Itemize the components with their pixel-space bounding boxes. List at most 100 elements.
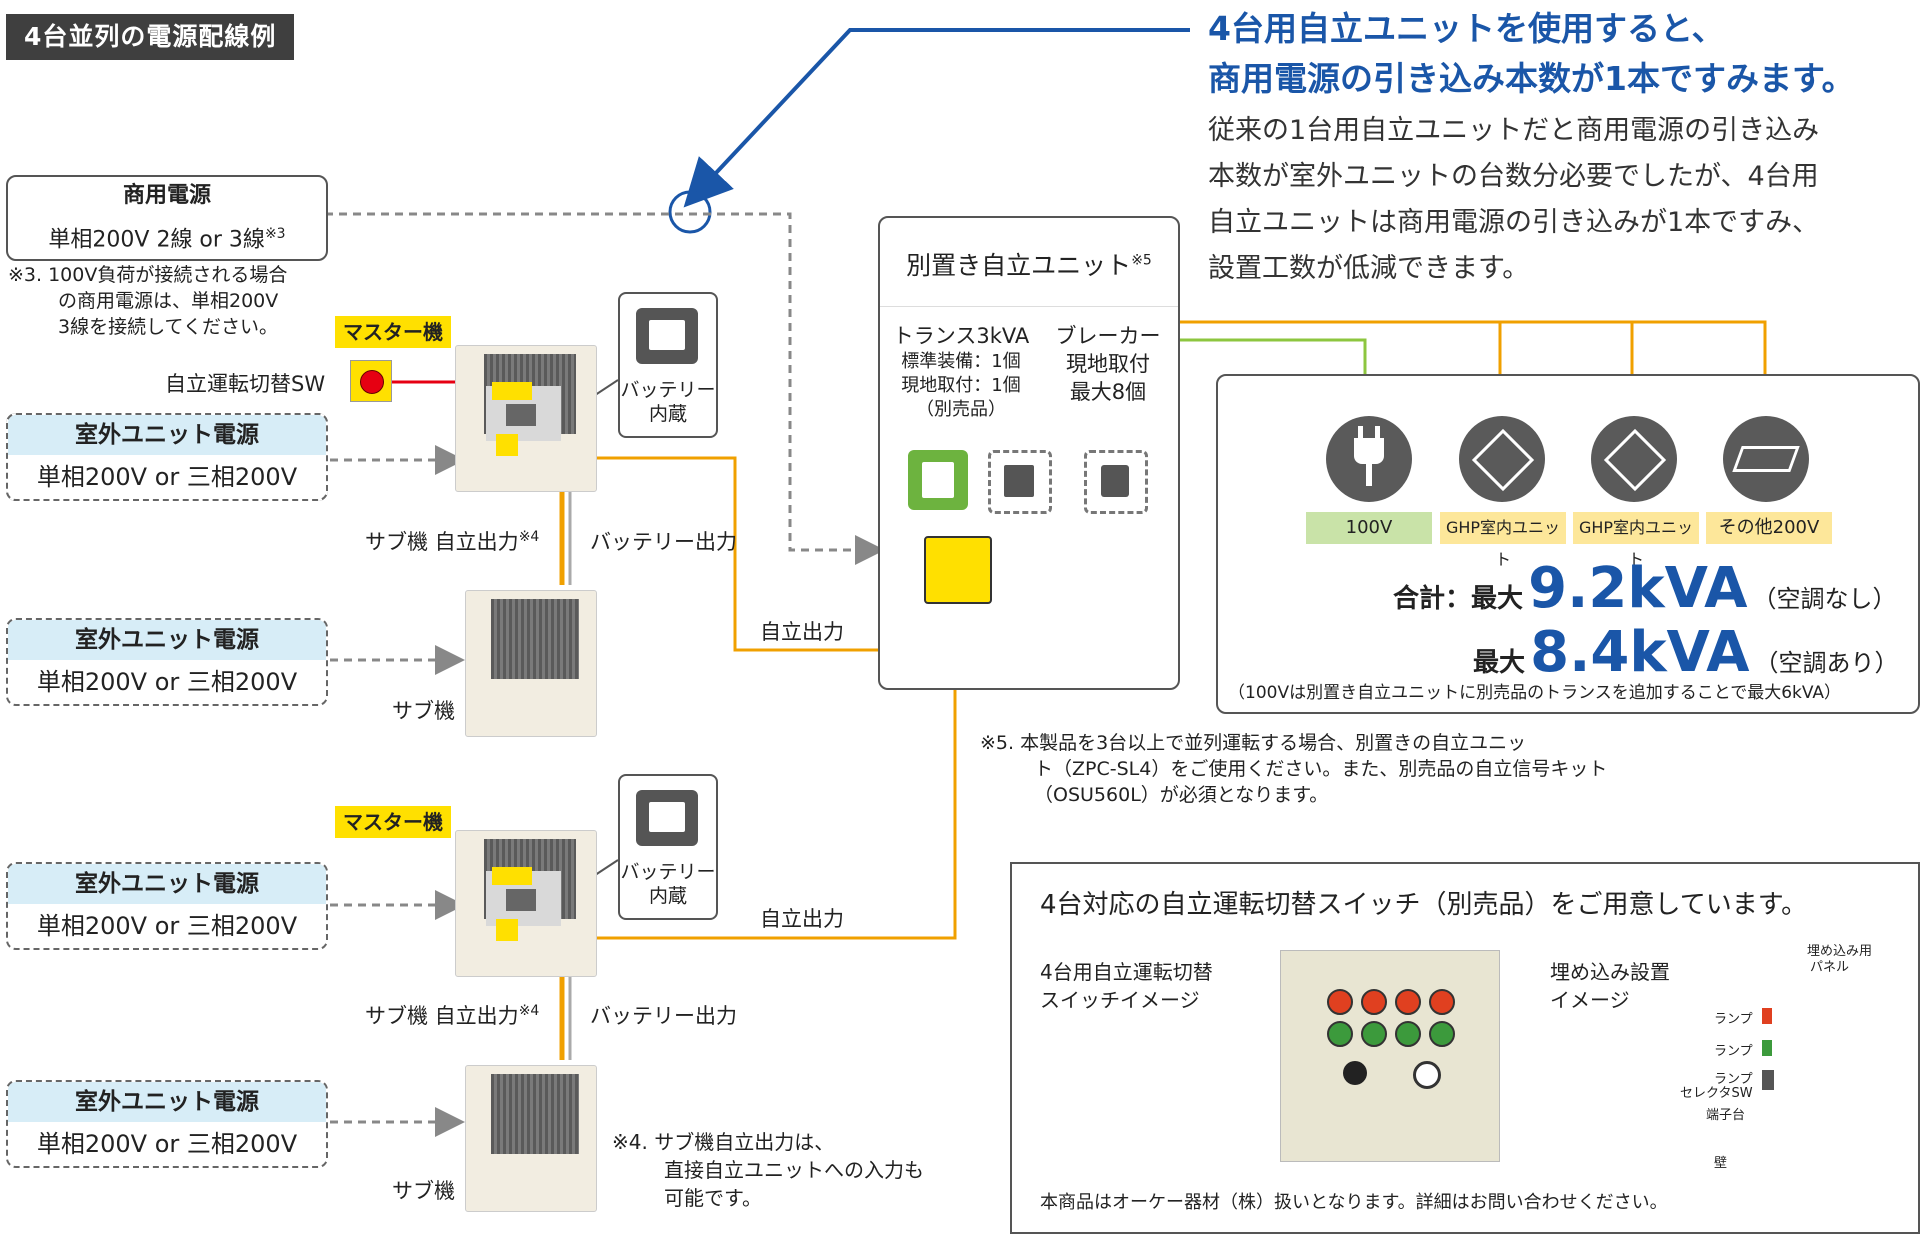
outdoor-power-heading: 室外ユニット電源 [8, 864, 326, 904]
note-3: ※3. 100V負荷が接続される場合 の商用電源は、単相200V 3線を接続して… [8, 262, 338, 340]
master-label: マスター機 [335, 316, 451, 348]
selector-knob-icon [1343, 1061, 1367, 1085]
breaker-icon [1084, 450, 1148, 514]
switch-image-label: 4台用自立運転切替 スイッチイメージ [1040, 958, 1213, 1014]
separate-unit-heading-text: 別置き自立ユニット [906, 251, 1132, 280]
battery-label-line: バッテリー [620, 861, 716, 883]
total-prefix: 合計： [1393, 584, 1472, 614]
unit-grille [491, 599, 579, 679]
load-tag-ghp-1: GHP室内ユニット [1440, 512, 1566, 569]
sub-output-label: サブ機 自立出力※4 [365, 1000, 539, 1030]
embed-label-line: イメージ [1550, 988, 1630, 1012]
max-label: 最大 [1473, 648, 1526, 678]
load-tag-ghp-2: GHP室内ユニット [1573, 512, 1699, 569]
embed-side-label: 端子台 [1706, 1108, 1746, 1123]
total-value-ac: 8.4kVA [1530, 620, 1750, 685]
breaker-spec: ブレーカー 現地取付 最大8個 [1048, 322, 1168, 406]
note-3-line: 3線を接続してください。 [58, 316, 278, 338]
sub-output-note-ref: ※4 [518, 1003, 540, 1019]
outdoor-power-box: 室外ユニット電源 単相200V or 三相200V [6, 862, 328, 950]
outdoor-power-box: 室外ユニット電源 単相200V or 三相200V [6, 413, 328, 501]
embed-lamp-red-icon [1762, 1008, 1772, 1024]
description-line: 従来の1台用自立ユニットだと商用電源の引き込み [1208, 115, 1820, 146]
battery-label-line: バッテリー [620, 379, 716, 401]
battery-label-line: 内蔵 [648, 885, 687, 907]
switch-image-label-line: スイッチイメージ [1040, 988, 1200, 1012]
commercial-power-heading: 商用電源 [122, 183, 211, 208]
load-tag-other-200v: その他200V [1706, 512, 1832, 544]
callout-line [683, 28, 1190, 208]
lamp-green-icon [1429, 1021, 1455, 1047]
battery-icon [636, 308, 698, 364]
battery-output-label: バッテリー出力 [590, 530, 737, 554]
lamp-red-icon [1327, 989, 1353, 1015]
headline-line-1: 4台用自立ユニットを使用すると、 [1208, 9, 1725, 48]
note-4-line: ※4. サブ機自立出力は、 [612, 1130, 835, 1154]
switch-image-label-line: 4台用自立運転切替 [1040, 960, 1213, 984]
embed-label: 埋め込み設置 イメージ [1550, 958, 1670, 1014]
unit-grille [491, 1074, 579, 1154]
transformer-optional-icon [988, 450, 1052, 514]
max-label: 最大 [1471, 584, 1524, 614]
sub-output-label: サブ機 自立出力※4 [365, 526, 539, 556]
battery-output-label: バッテリー出力 [590, 1004, 737, 1028]
unit-yellow-panel [496, 434, 518, 456]
commercial-power-spec: 単相200V 2線 or 3線※3 [8, 215, 326, 259]
unit-gray-block [506, 404, 536, 426]
outdoor-unit-sub [465, 1065, 597, 1212]
battery-label: バッテリー 内蔵 [620, 378, 716, 426]
load-panel: 100V GHP室内ユニット GHP室内ユニット その他200V 合計：最大 9… [1216, 374, 1920, 714]
separate-unit-note-ref: ※5 [1131, 252, 1152, 269]
description-line: 本数が室外ユニットの台数分必要でしたが、4台用 [1208, 161, 1819, 192]
embed-side-label: ランプ [1714, 1012, 1753, 1027]
lamp-green-icon [1395, 1021, 1421, 1047]
independent-output-label: 自立出力 [760, 907, 844, 931]
total-value-no-ac: 9.2kVA [1528, 556, 1748, 621]
description: 従来の1台用自立ユニットだと商用電源の引き込み 本数が室外ユニットの台数分必要で… [1208, 108, 1908, 292]
white-button-icon [1413, 1061, 1441, 1089]
note-5: ※5. 本製品を3台以上で並列運転する場合、別置きの自立ユニッ ト（ZPC-SL… [980, 730, 1620, 808]
ceiling-light-icon [1723, 416, 1809, 502]
embed-selector-icon [1762, 1070, 1774, 1090]
page-title: 4台並列の電源配線例 [6, 14, 295, 60]
headline-line-2: 商用電源の引き込み本数が1本ですみます。 [1208, 59, 1855, 98]
outdoor-power-spec: 単相200V or 三相200V [36, 463, 298, 491]
note-3-line: ※3. 100V負荷が接続される場合 [8, 264, 288, 286]
switch-button[interactable] [350, 360, 392, 402]
switch-panel-heading: 4台対応の自立運転切替スイッチ（別売品）をご用意しています。 [1040, 890, 1808, 920]
sub-output-note-ref: ※4 [518, 529, 540, 545]
sub-label: サブ機 [392, 1179, 455, 1203]
total-ac: 最大 8.4kVA （空調あり） [1473, 620, 1903, 690]
lamp-green-icon [1361, 1021, 1387, 1047]
transformer-spec: トランス3kVA 標準装備：1個 現地取付：1個 （別売品） [886, 322, 1036, 422]
total-no-ac: 合計：最大 9.2kVA （空調なし） [1393, 556, 1903, 626]
headline: 4台用自立ユニットを使用すると、 商用電源の引き込み本数が1本ですみます。 [1208, 4, 1855, 104]
outdoor-power-box: 室外ユニット電源 単相200V or 三相200V [6, 1080, 328, 1168]
plug-icon [1326, 416, 1412, 502]
note-5-line: ※5. 本製品を3台以上で並列運転する場合、別置きの自立ユニッ [980, 732, 1527, 754]
callout-circle [668, 190, 712, 234]
breaker-line: 現地取付 [1066, 352, 1150, 376]
total-note-ac: （空調あり） [1754, 649, 1899, 677]
transformer-line: （別売品） [916, 399, 1006, 420]
switch-label: 自立運転切替SW [165, 372, 326, 396]
switch-red-lamp-icon [360, 370, 384, 394]
unit-yellow-panel [496, 919, 518, 941]
embed-side-label: セレクタSW [1680, 1086, 1753, 1101]
embed-side-label: ランプ [1714, 1072, 1753, 1087]
commercial-power-spec-text: 単相200V 2線 or 3線 [48, 227, 265, 253]
independent-output-label: 自立出力 [760, 620, 844, 644]
description-line: 設置工数が低減できます。 [1208, 253, 1530, 284]
unit-yellow-panel [492, 867, 532, 885]
ceiling-cassette-icon [1459, 416, 1545, 502]
note-4-line: 直接自立ユニットへの入力も [664, 1158, 924, 1182]
lamp-green-icon [1327, 1021, 1353, 1047]
outdoor-power-box: 室外ユニット電源 単相200V or 三相200V [6, 618, 328, 706]
note-5-line: ト（ZPC-SL4）をご使用ください。また、別売品の自立信号キット [1034, 758, 1608, 780]
embed-lamp-green-icon [1762, 1040, 1772, 1056]
master-label: マスター機 [335, 806, 451, 838]
embed-side-label: 壁 [1714, 1156, 1728, 1171]
outdoor-power-spec: 単相200V or 三相200V [36, 1130, 298, 1158]
embed-label-line: 埋め込み設置 [1550, 960, 1670, 984]
transformer-line: 現地取付：1個 [901, 375, 1021, 396]
